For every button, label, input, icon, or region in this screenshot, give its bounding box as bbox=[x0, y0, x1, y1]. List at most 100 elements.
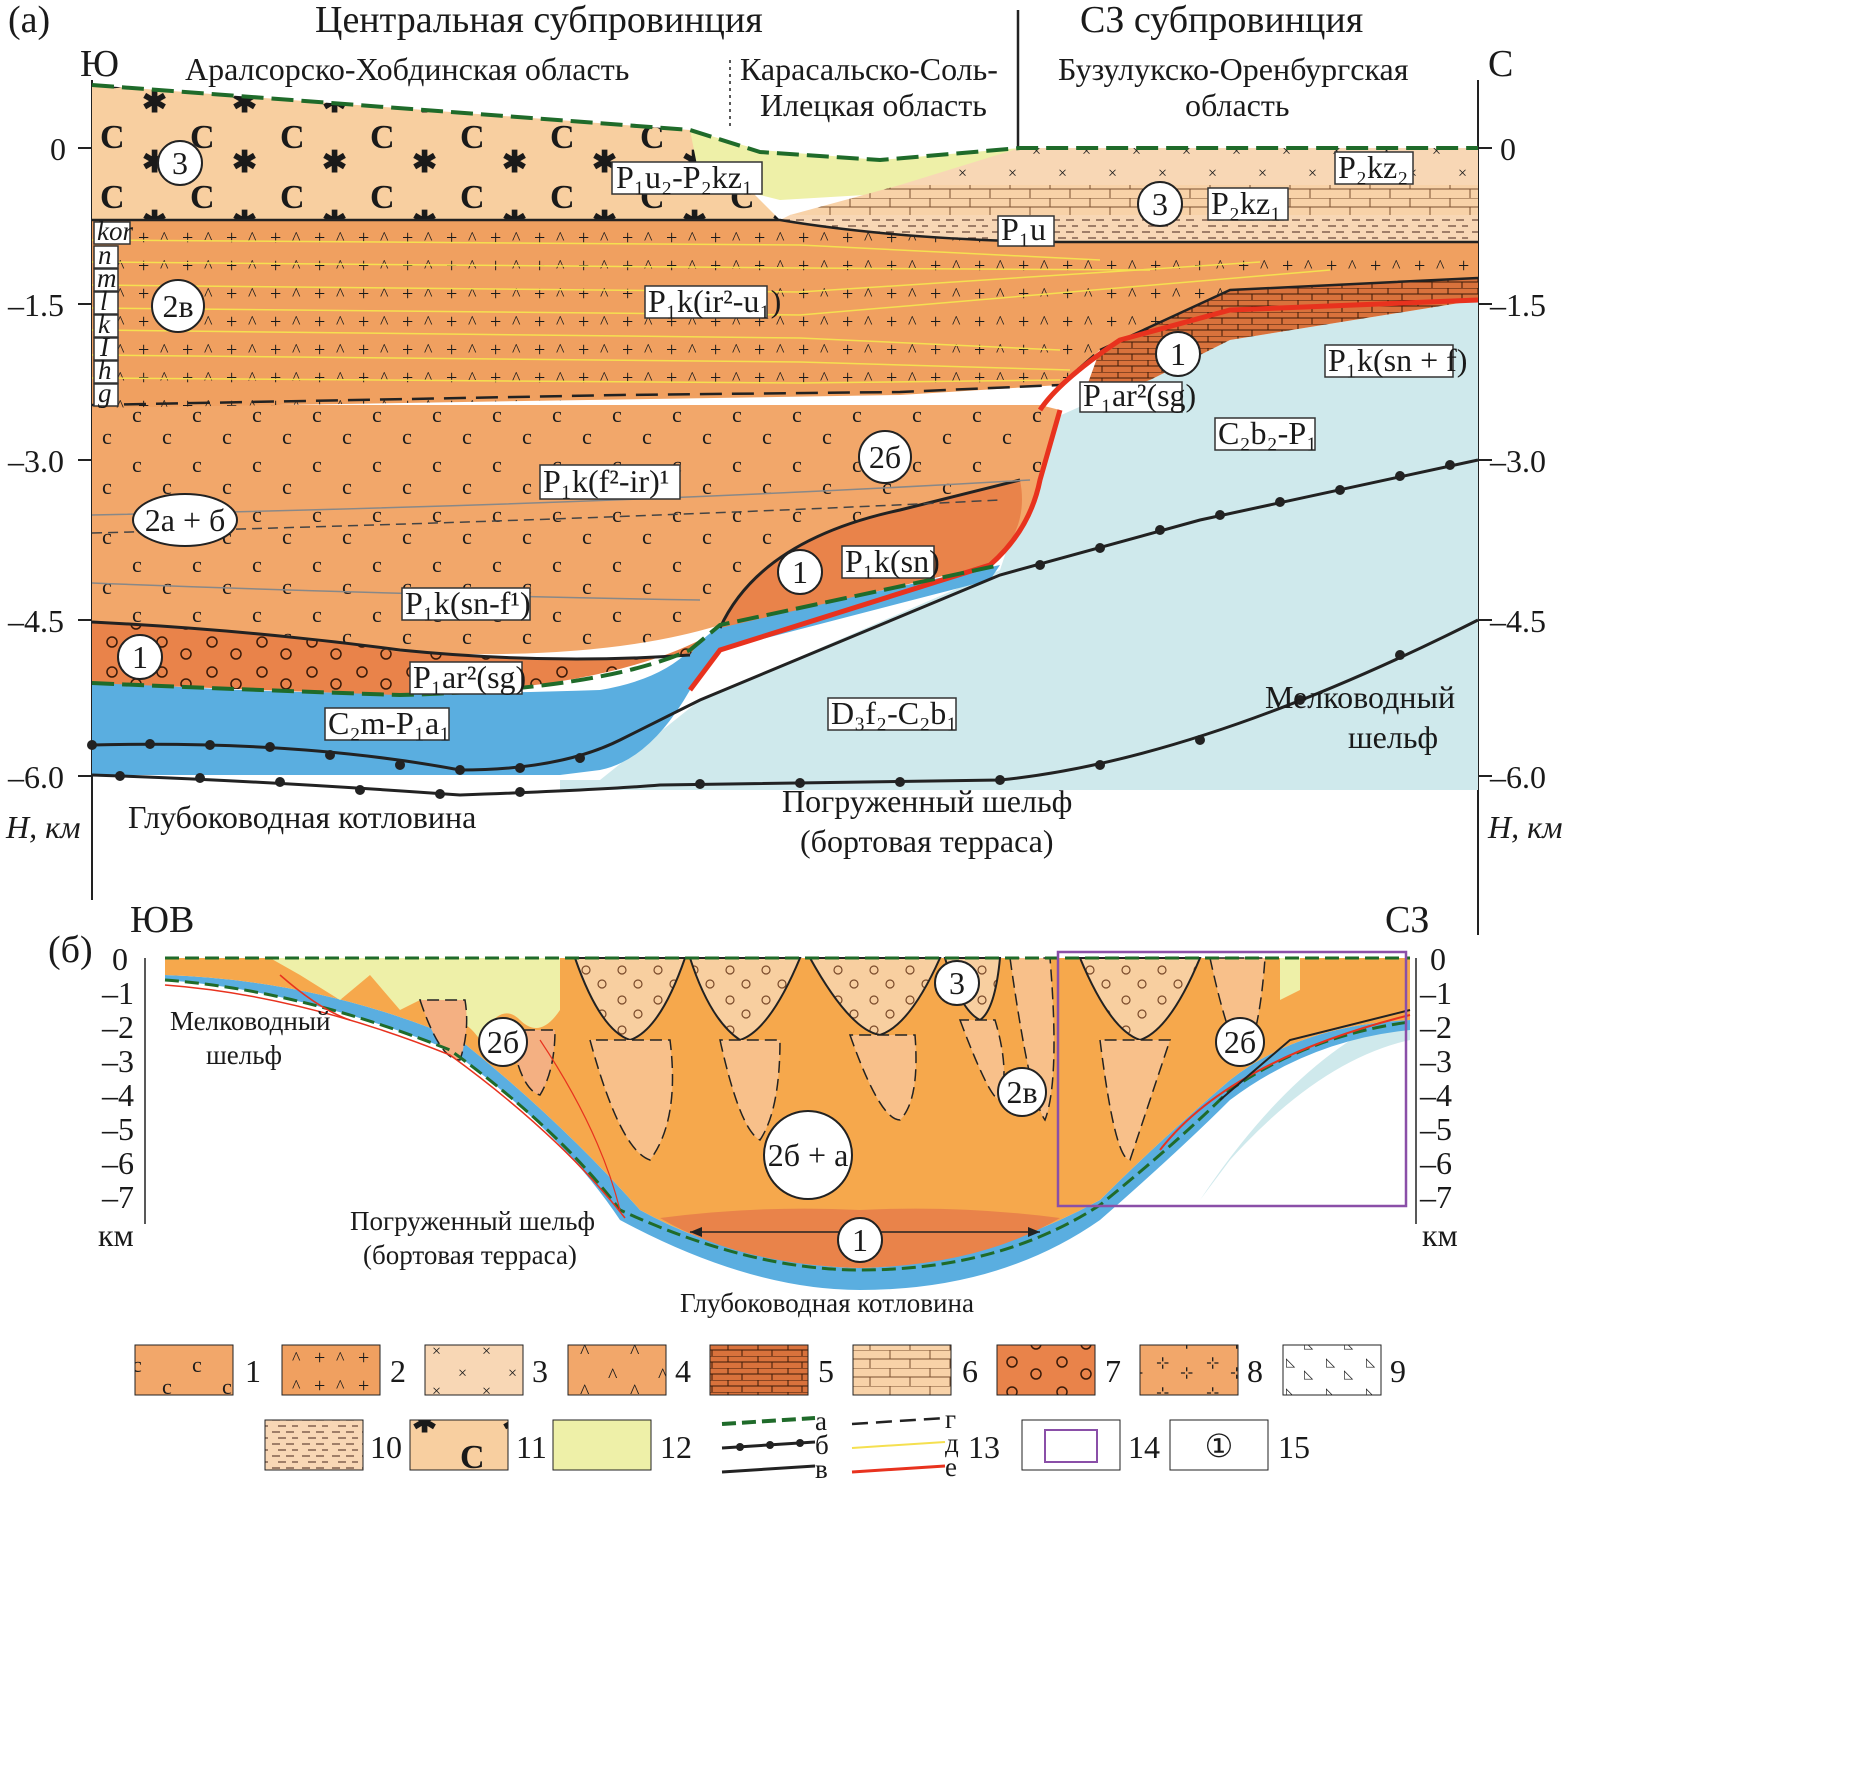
legend-number: 14 bbox=[1128, 1429, 1160, 1465]
formation-label: P₁k(sn-f¹) bbox=[405, 585, 531, 621]
zone-label: h bbox=[98, 355, 112, 385]
legend-line-letter: а bbox=[815, 1406, 827, 1436]
layer-3-left bbox=[92, 85, 780, 220]
formation-label: P₁ar²(sg) bbox=[413, 659, 526, 695]
legend-number: 10 bbox=[370, 1429, 402, 1465]
legend: 1 2 3 4 5 6 7 8 9 10 11 12 а б в г д bbox=[134, 1344, 1406, 1484]
tick-left: –6 bbox=[101, 1145, 134, 1181]
unit-circle: 2б bbox=[869, 439, 901, 475]
zone-label: g bbox=[98, 378, 112, 408]
tick-right: –4.5 bbox=[1489, 603, 1546, 639]
legend-number: 13 bbox=[968, 1429, 1000, 1465]
tick-right: –4 bbox=[1419, 1077, 1452, 1113]
layer-c2m-p1a1 bbox=[92, 565, 1000, 775]
unit-circle: 1 bbox=[852, 1222, 868, 1258]
zone-label: I bbox=[99, 332, 111, 362]
legend-number: 1 bbox=[245, 1353, 261, 1389]
zone-shallow-shelf-1: Мелководный bbox=[1265, 679, 1455, 715]
formation-label: D₃f₂-C₂b₁ bbox=[831, 695, 957, 731]
zone-submerged-shelf-1: Погруженный шельф bbox=[782, 783, 1072, 819]
unit-circle: 2б + а bbox=[768, 1137, 849, 1173]
layer-2b-a bbox=[165, 958, 1410, 1268]
region-buzuluk-1: Бузулукско-Оренбургская bbox=[1058, 51, 1409, 87]
legend-number: 8 bbox=[1247, 1353, 1263, 1389]
formation-label: P₁ar²(sg) bbox=[1083, 377, 1196, 413]
tick-left: –4.5 bbox=[7, 603, 64, 639]
legend-number: 6 bbox=[962, 1353, 978, 1389]
legend-line-letter: д bbox=[945, 1428, 959, 1458]
zone-shallow-shelf-2: шельф bbox=[206, 1040, 282, 1070]
formation-label: P₁u₂-P₂kz₁ bbox=[616, 159, 753, 195]
region-aralsor: Аралсорско-Хобдинская область bbox=[185, 51, 629, 87]
axis-unit-right: H, км bbox=[1487, 809, 1563, 845]
unit-left: км bbox=[98, 1217, 134, 1253]
legend-number: 2 bbox=[390, 1353, 406, 1389]
legend-number: 9 bbox=[1390, 1353, 1406, 1389]
unit-circle: 1 bbox=[1170, 336, 1186, 372]
unit-circle: 2а + б bbox=[145, 502, 226, 538]
unit-circle: 2в bbox=[1006, 1074, 1037, 1110]
zone-deep-basin: Глубоководная котловина bbox=[680, 1288, 974, 1318]
tick-right: –2 bbox=[1419, 1009, 1452, 1045]
layer-1-lower bbox=[92, 622, 700, 695]
unit-circle: 3 bbox=[1152, 186, 1168, 222]
formation-label: P₁k(f²-ir)¹ bbox=[543, 463, 669, 499]
tick-right: –6 bbox=[1419, 1145, 1452, 1181]
direction-southeast: ЮВ bbox=[130, 899, 194, 941]
tick-left: –7 bbox=[101, 1179, 134, 1215]
formation-label: P₁k(ir²-u₁) bbox=[648, 283, 781, 319]
tick-right: –5 bbox=[1419, 1111, 1452, 1147]
unit-circle: 2б bbox=[1224, 1024, 1256, 1060]
tick-left: –1.5 bbox=[7, 287, 64, 323]
tick-right: 0 bbox=[1430, 941, 1446, 977]
unit-circle: 2б bbox=[487, 1024, 519, 1060]
zone-label: m bbox=[97, 263, 117, 293]
tick-right: 0 bbox=[1500, 131, 1516, 167]
region-buzuluk-2: область bbox=[1185, 87, 1289, 123]
unit-circle: 3 bbox=[172, 145, 188, 181]
formation-label: P₂kz₂ bbox=[1338, 149, 1408, 185]
layer-brick-dark bbox=[1080, 278, 1478, 405]
panel-b-tag: (б) bbox=[48, 929, 93, 971]
zone-label: n bbox=[98, 240, 112, 270]
zone-submerged-shelf-1: Погруженный шельф bbox=[350, 1206, 595, 1236]
region-karasal-2: Илецкая область bbox=[760, 87, 987, 123]
legend-line-letter: в bbox=[815, 1454, 828, 1484]
zone-label: l bbox=[100, 286, 108, 316]
legend-line-letter: г bbox=[945, 1404, 956, 1434]
region-karasal-1: Карасальско-Соль- bbox=[740, 51, 998, 87]
tick-left: –4 bbox=[101, 1077, 134, 1113]
layer-p2kz2 bbox=[900, 148, 1478, 185]
detail-frame bbox=[1056, 950, 1408, 1208]
legend-number: 4 bbox=[675, 1353, 691, 1389]
zone-submerged-shelf-2: (бортовая терраса) bbox=[800, 823, 1054, 859]
tick-left: –6.0 bbox=[7, 759, 64, 795]
tick-right: –3 bbox=[1419, 1043, 1452, 1079]
subprovince-nw: СЗ субпровинция bbox=[1080, 0, 1363, 41]
legend-circle-symbol: ① bbox=[1205, 1428, 1234, 1464]
formation-label: P₁k(sn) bbox=[845, 543, 940, 579]
legend-number: 3 bbox=[532, 1353, 548, 1389]
direction-northwest: СЗ bbox=[1385, 899, 1429, 941]
legend-number: 5 bbox=[818, 1353, 834, 1389]
tick-right: –7 bbox=[1419, 1179, 1452, 1215]
panel-a: kor n m l k I h g (а) Центральная субпро… bbox=[5, 0, 1563, 935]
direction-north: С bbox=[1488, 43, 1513, 85]
unit-circle: 2в bbox=[162, 288, 193, 324]
zone-label: kor bbox=[97, 216, 133, 246]
tick-left: 0 bbox=[112, 941, 128, 977]
layer-p2kz1 bbox=[790, 185, 1478, 215]
unit-circle: 3 bbox=[949, 965, 965, 1001]
formation-label: P₁u bbox=[1001, 211, 1046, 247]
formation-label: P₁k(sn + f) bbox=[1328, 342, 1467, 378]
legend-line-letter: е bbox=[945, 1452, 957, 1482]
subprovince-central: Центральная субпровинция bbox=[315, 0, 763, 41]
layer-blue-bed bbox=[165, 975, 1410, 1290]
tick-right: –1.5 bbox=[1489, 287, 1546, 323]
legend-number: 11 bbox=[516, 1429, 547, 1465]
zone-submerged-shelf-2: (бортовая терраса) bbox=[363, 1240, 577, 1270]
panel-b: (б) ЮВ СЗ 0 –1 –2 –3 –4 –5 –6 –7 0 –1 –2… bbox=[48, 899, 1458, 1318]
tick-left: –1 bbox=[101, 975, 134, 1011]
legend-number: 7 bbox=[1105, 1353, 1121, 1389]
